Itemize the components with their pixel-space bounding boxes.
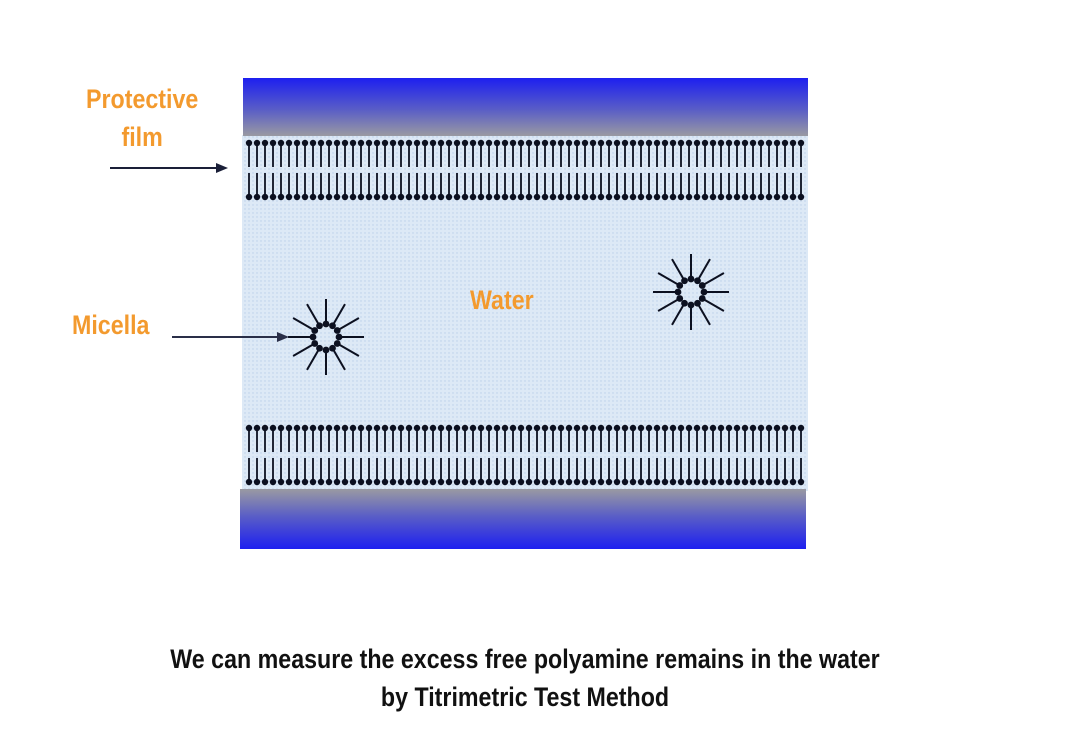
protective-film-label-line1: Protective [86, 80, 198, 118]
micelle-head [336, 334, 343, 341]
caption: We can measure the excess free polyamine… [0, 640, 1050, 716]
arrow-protective-film [110, 163, 228, 173]
micelle-head [310, 334, 317, 341]
micelle-head [675, 289, 682, 296]
metal-surface-top [243, 78, 808, 136]
micelle-head [311, 340, 318, 347]
micella-label: Micella [72, 310, 149, 341]
water-label: Water [470, 285, 534, 316]
micelle-head [699, 282, 706, 289]
protective-film-label: Protective film [86, 80, 198, 156]
micelle-head [694, 300, 701, 307]
micelle-head [323, 347, 330, 354]
micelle-head [323, 321, 330, 328]
micelle-head [316, 322, 323, 329]
micelle-head [688, 276, 695, 283]
protective-film-label-line2: film [86, 118, 198, 156]
micelle-head [688, 302, 695, 309]
micelle-head [701, 289, 708, 296]
micelle-head [329, 345, 336, 352]
micelle-head [334, 327, 341, 334]
caption-line1: We can measure the excess free polyamine… [74, 640, 977, 678]
caption-line2: by Titrimetric Test Method [74, 678, 977, 716]
micelle-head [676, 295, 683, 302]
metal-surface-bottom [240, 489, 806, 549]
micelle-head [681, 277, 688, 284]
